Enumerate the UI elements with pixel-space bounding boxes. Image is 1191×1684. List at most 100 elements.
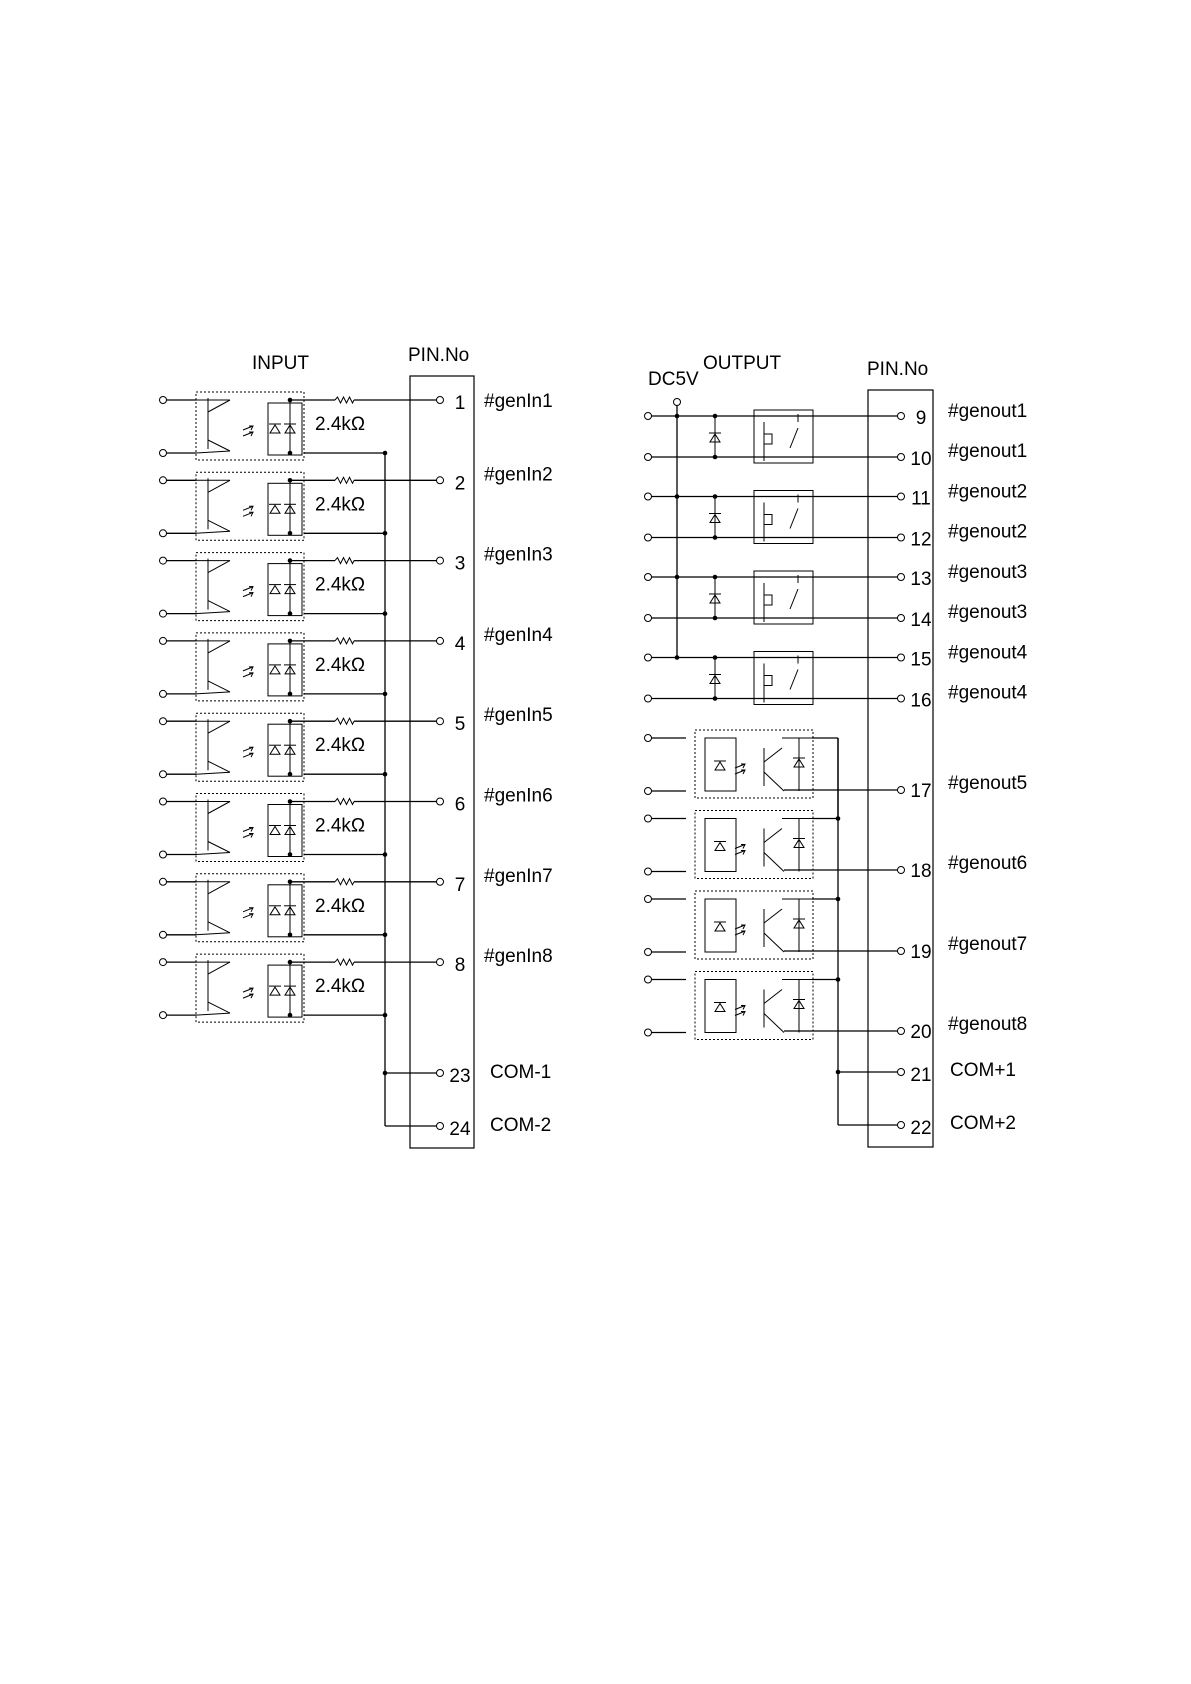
field-terminal (159, 1011, 167, 1020)
signal-label: #genIn5 (484, 705, 553, 726)
wire (195, 932, 231, 936)
wire (195, 450, 231, 454)
junction-dot (674, 574, 680, 580)
pin-number: 4 (455, 634, 466, 655)
field-terminal (644, 734, 652, 742)
diode-body (284, 664, 296, 675)
arrow-line (242, 511, 254, 517)
field-terminal (159, 636, 167, 645)
protection-diode-icon (284, 423, 296, 434)
pin-number: 15 (910, 650, 931, 671)
diode-body (709, 513, 721, 523)
diode-body (269, 745, 281, 755)
field-terminal (159, 529, 167, 538)
relay-coil-icon (763, 514, 773, 525)
arrow-line (242, 987, 254, 993)
junction-dot (287, 1012, 293, 1018)
led-pair-box (267, 964, 303, 1018)
arrow-line (242, 746, 254, 752)
signal-label: #genout6 (948, 853, 1027, 874)
relay-coil-icon (763, 594, 773, 606)
arrow-line (242, 425, 254, 431)
signal-label: #genout5 (948, 773, 1027, 794)
resistor-icon (334, 957, 355, 967)
transistor-emitter (207, 439, 231, 452)
diode-body (269, 825, 281, 835)
signal-label: #genout1 (948, 401, 1027, 422)
arrow-head (249, 425, 254, 431)
arrow-line (242, 666, 254, 672)
led-icon (269, 503, 281, 514)
light-emission-icon (734, 924, 746, 936)
arrow-line (242, 907, 254, 913)
arrow-line (242, 592, 254, 598)
relay-contact-icon (789, 427, 799, 449)
diode-body (284, 905, 296, 916)
clamp-diode-icon (793, 838, 805, 848)
arrow-line (242, 913, 254, 919)
led-box (704, 898, 737, 953)
arrow-head (741, 850, 746, 855)
arrow-line (242, 827, 254, 832)
signal-label: #genout2 (948, 482, 1027, 503)
diode-body (284, 584, 296, 595)
output-pin-header: PIN.No (867, 359, 928, 380)
junction-dot (835, 1069, 841, 1075)
pin-number: 14 (910, 610, 932, 631)
field-terminal (159, 449, 167, 457)
transistor-collector (207, 640, 231, 654)
transistor-collector (763, 908, 783, 924)
arrow-line (242, 586, 254, 592)
transistor-collector (763, 828, 783, 843)
relay-contact-icon (789, 669, 799, 690)
diode-body (714, 1002, 726, 1012)
optocoupler-box (195, 953, 305, 1023)
transistor-collector (207, 479, 231, 493)
signal-label: #genout7 (948, 934, 1027, 955)
transistor-channel: 17#genout5 (644, 729, 1027, 820)
led-pair-box (267, 563, 303, 617)
diode-body (269, 664, 281, 675)
relay-box (753, 409, 814, 464)
arrow-line (734, 850, 746, 855)
signal-label: #genout3 (948, 602, 1027, 623)
resistor-value-label: 2.4kΩ (315, 655, 365, 676)
junction-dot (674, 413, 680, 419)
connector-terminal (436, 958, 444, 967)
diode-body (793, 758, 805, 768)
connector-terminal (897, 1027, 905, 1035)
connector-terminal (436, 797, 444, 806)
clamp-diode-icon (793, 999, 805, 1009)
signal-label: #genIn3 (484, 545, 553, 566)
led-pair-box (267, 643, 303, 697)
led-icon (269, 744, 281, 755)
light-emission-icon (242, 505, 254, 517)
pin-number: 22 (910, 1118, 931, 1139)
field-terminal (159, 396, 167, 404)
arrow-head (249, 827, 254, 832)
connector-terminal (436, 877, 444, 886)
clamp-diode-icon (793, 757, 805, 768)
optocoupler-box (195, 632, 305, 702)
signal-label: #genout1 (948, 441, 1027, 462)
arrow-line (242, 993, 254, 999)
arrow-line (242, 752, 254, 758)
junction-dot (287, 691, 293, 697)
transistor-collector (207, 961, 231, 975)
signal-label: COM+1 (950, 1060, 1016, 1081)
resistor-value-label: 2.4kΩ (315, 816, 365, 837)
light-emission-icon (242, 827, 254, 838)
field-terminal (159, 689, 167, 698)
transistor-collector (207, 399, 231, 413)
relay-coil-icon (763, 675, 773, 686)
junction-dot (287, 932, 293, 938)
resistor-icon (334, 476, 355, 485)
diode-body (709, 674, 721, 684)
